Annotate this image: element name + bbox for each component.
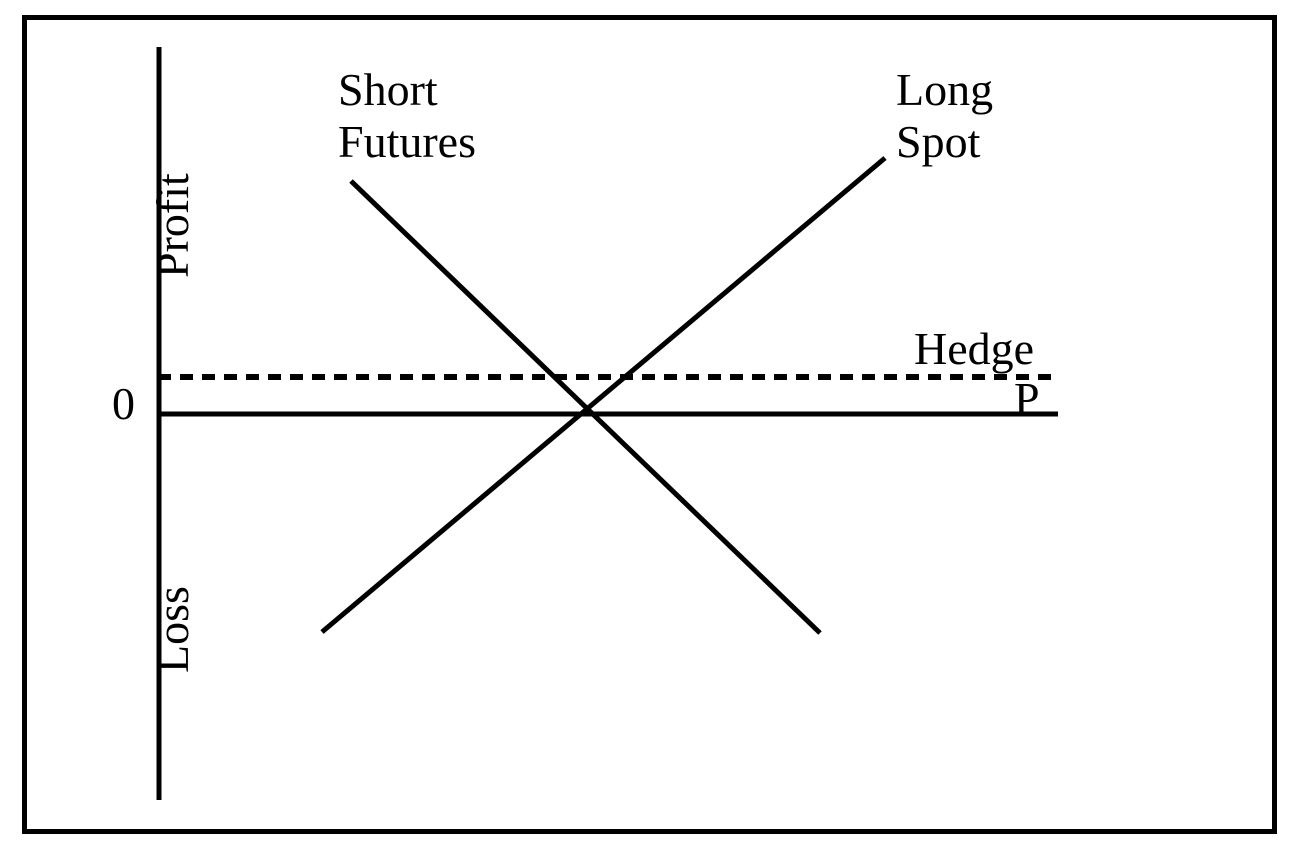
series-line-long-spot xyxy=(320,156,887,634)
series-label-long-spot-line2: Spot xyxy=(896,116,981,167)
axis-label-zero: 0 xyxy=(112,378,135,429)
axis-label-price: P xyxy=(1014,373,1040,424)
axis-label-loss: Loss xyxy=(147,586,198,673)
series-label-short-futures-line1: Short xyxy=(338,64,438,115)
series-label-hedge: Hedge xyxy=(914,323,1035,374)
axis-label-profit: Profit xyxy=(147,173,198,278)
figure-border xyxy=(22,15,1277,834)
series-label-short-futures-line2: Futures xyxy=(338,116,476,167)
series-label-long-spot-line1: Long xyxy=(896,64,994,115)
